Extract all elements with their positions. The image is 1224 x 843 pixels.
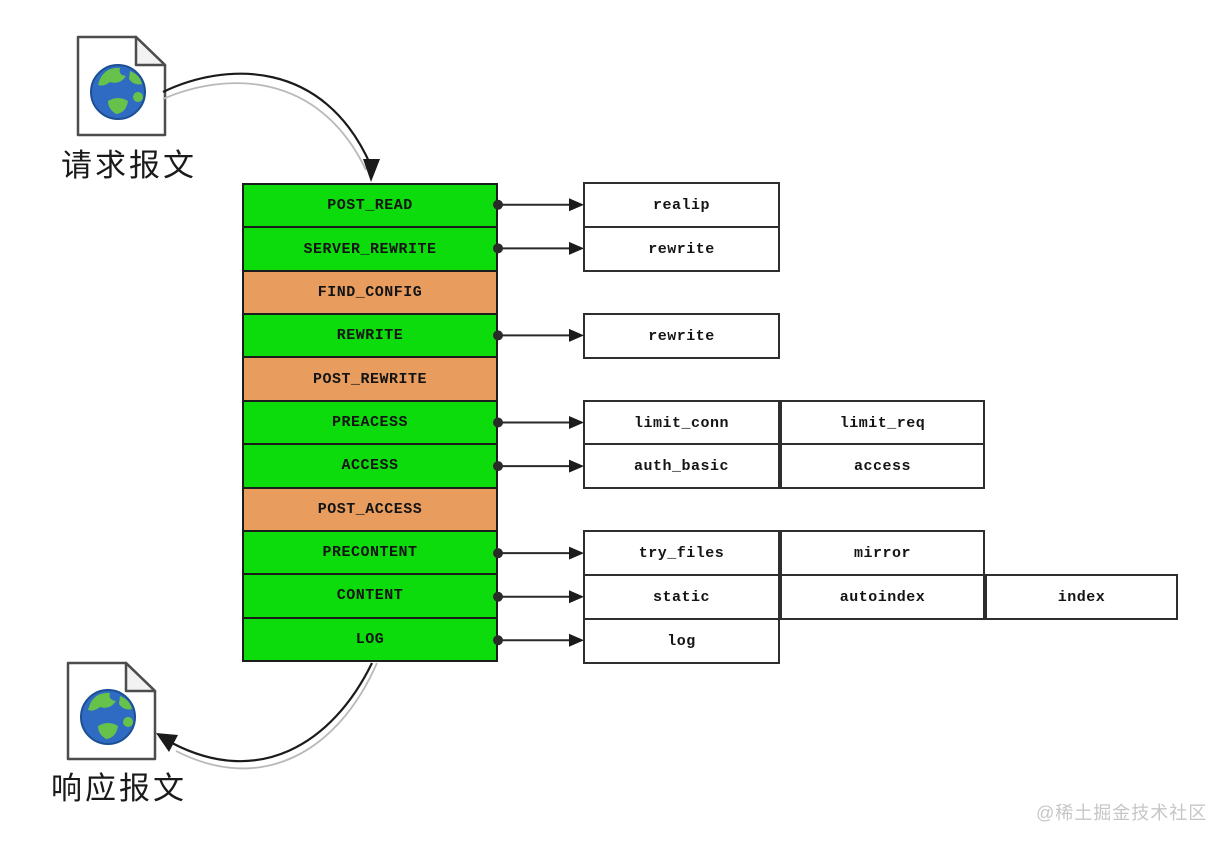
module-static: static — [583, 574, 780, 620]
document-fold — [124, 661, 157, 693]
module-rewrite: rewrite — [583, 313, 780, 359]
phase-server_rewrite: SERVER_REWRITE — [244, 226, 496, 270]
phase-find_config: FIND_CONFIG — [244, 269, 496, 314]
request-doc-label: 请求报文 — [61, 148, 197, 183]
module-limit_req: limit_req — [780, 400, 985, 446]
connector-access — [493, 459, 584, 473]
module-log: log — [583, 618, 780, 664]
phase-post_rewrite: POST_REWRITE — [244, 356, 496, 400]
module-mirror: mirror — [780, 530, 985, 576]
request-document-icon — [76, 35, 167, 137]
watermark: @稀土掘金技术社区 — [1036, 803, 1208, 823]
phase-content: CONTENT — [244, 573, 496, 617]
phase-rewrite: REWRITE — [244, 313, 496, 357]
phase-precontent: PRECONTENT — [244, 529, 496, 574]
connector-server_rewrite — [493, 241, 584, 255]
response-doc-label: 响应报文 — [51, 771, 187, 806]
connector-rewrite — [493, 328, 584, 342]
connector-content — [493, 590, 584, 604]
globe-icon — [80, 689, 136, 745]
module-autoindex: autoindex — [780, 574, 985, 620]
phase-preacess: PREACESS — [244, 399, 496, 444]
connector-preacess — [493, 416, 584, 430]
phase-post_read: POST_READ — [244, 185, 496, 227]
connector-log — [493, 633, 584, 647]
module-limit_conn: limit_conn — [583, 400, 780, 446]
response-flow-arrow — [156, 662, 378, 770]
phase-access: ACCESS — [244, 443, 496, 487]
module-auth_basic: auth_basic — [583, 443, 780, 489]
module-try_files: try_files — [583, 530, 780, 576]
module-index: index — [985, 574, 1178, 620]
globe-icon — [90, 64, 146, 120]
module-rewrite: rewrite — [583, 226, 780, 272]
response-document-icon — [66, 661, 157, 761]
connector-post_read — [493, 198, 584, 212]
module-realip: realip — [583, 182, 780, 228]
phase-log: LOG — [244, 616, 496, 660]
module-access: access — [780, 443, 985, 489]
document-fold — [134, 35, 167, 67]
connector-precontent — [493, 546, 584, 560]
phase-post_access: POST_ACCESS — [244, 486, 496, 530]
